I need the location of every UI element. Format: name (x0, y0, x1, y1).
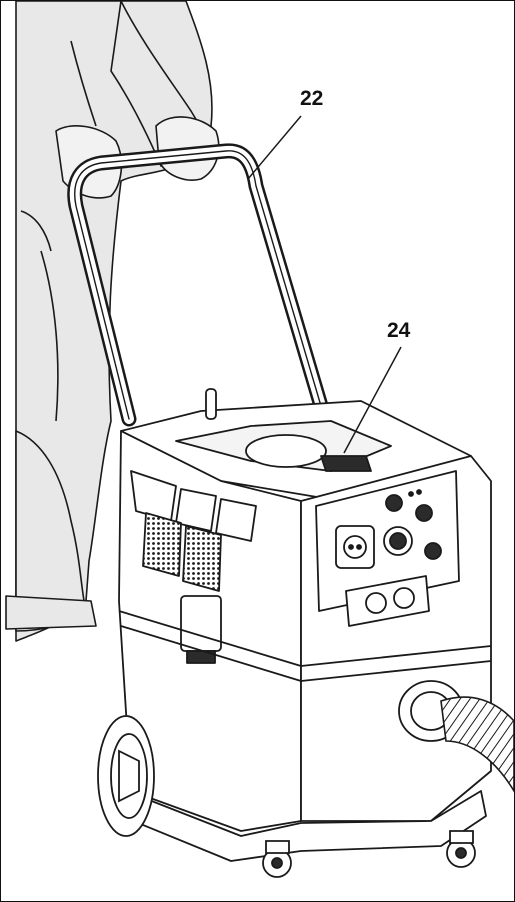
callout-label-22: 22 (300, 87, 324, 110)
socket-icon (335, 525, 375, 569)
leader-22 (247, 115, 302, 180)
vacuum-cleaner-icon (118, 388, 492, 862)
callout-label-24: 24 (387, 319, 411, 342)
callout-leaders (247, 115, 402, 454)
hose-icon (440, 696, 514, 793)
leader-24 (343, 346, 402, 454)
wheels (97, 715, 476, 878)
